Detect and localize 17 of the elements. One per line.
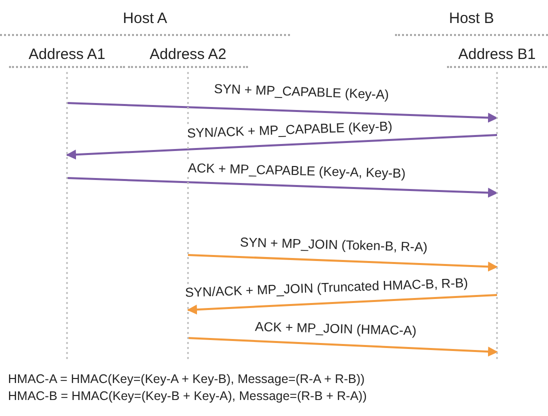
address-heading: Address A2 — [128, 42, 248, 68]
message-arrow — [188, 254, 498, 272]
message-arrow — [66, 134, 498, 160]
address-heading: Address A1 — [9, 42, 125, 68]
host-heading: Host A — [0, 8, 290, 36]
address-heading: Address B1 — [447, 42, 547, 68]
message-arrow — [66, 177, 498, 198]
message-arrow — [187, 294, 498, 315]
formula-note: HMAC-A = HMAC(Key=(Key-A + Key-B), Message=(R-A + R-B)) — [8, 372, 365, 386]
message-label: SYN + MP_JOIN (Token-B, R-A) — [238, 234, 430, 254]
message-arrow — [188, 337, 498, 357]
host-heading: Host B — [395, 8, 548, 36]
message-label: SYN/ACK + MP_JOIN (Truncated HMAC-B, R-B) — [182, 275, 470, 300]
message-label: SYN/ACK + MP_CAPABLE (Key-B) — [184, 118, 394, 141]
message-arrow — [66, 102, 498, 123]
message-label: ACK + MP_CAPABLE (Key-A, Key-B) — [186, 160, 408, 181]
formula-note: HMAC-B = HMAC(Key=(Key-B + Key-A), Message=(R-B + R-A)) — [8, 389, 367, 403]
